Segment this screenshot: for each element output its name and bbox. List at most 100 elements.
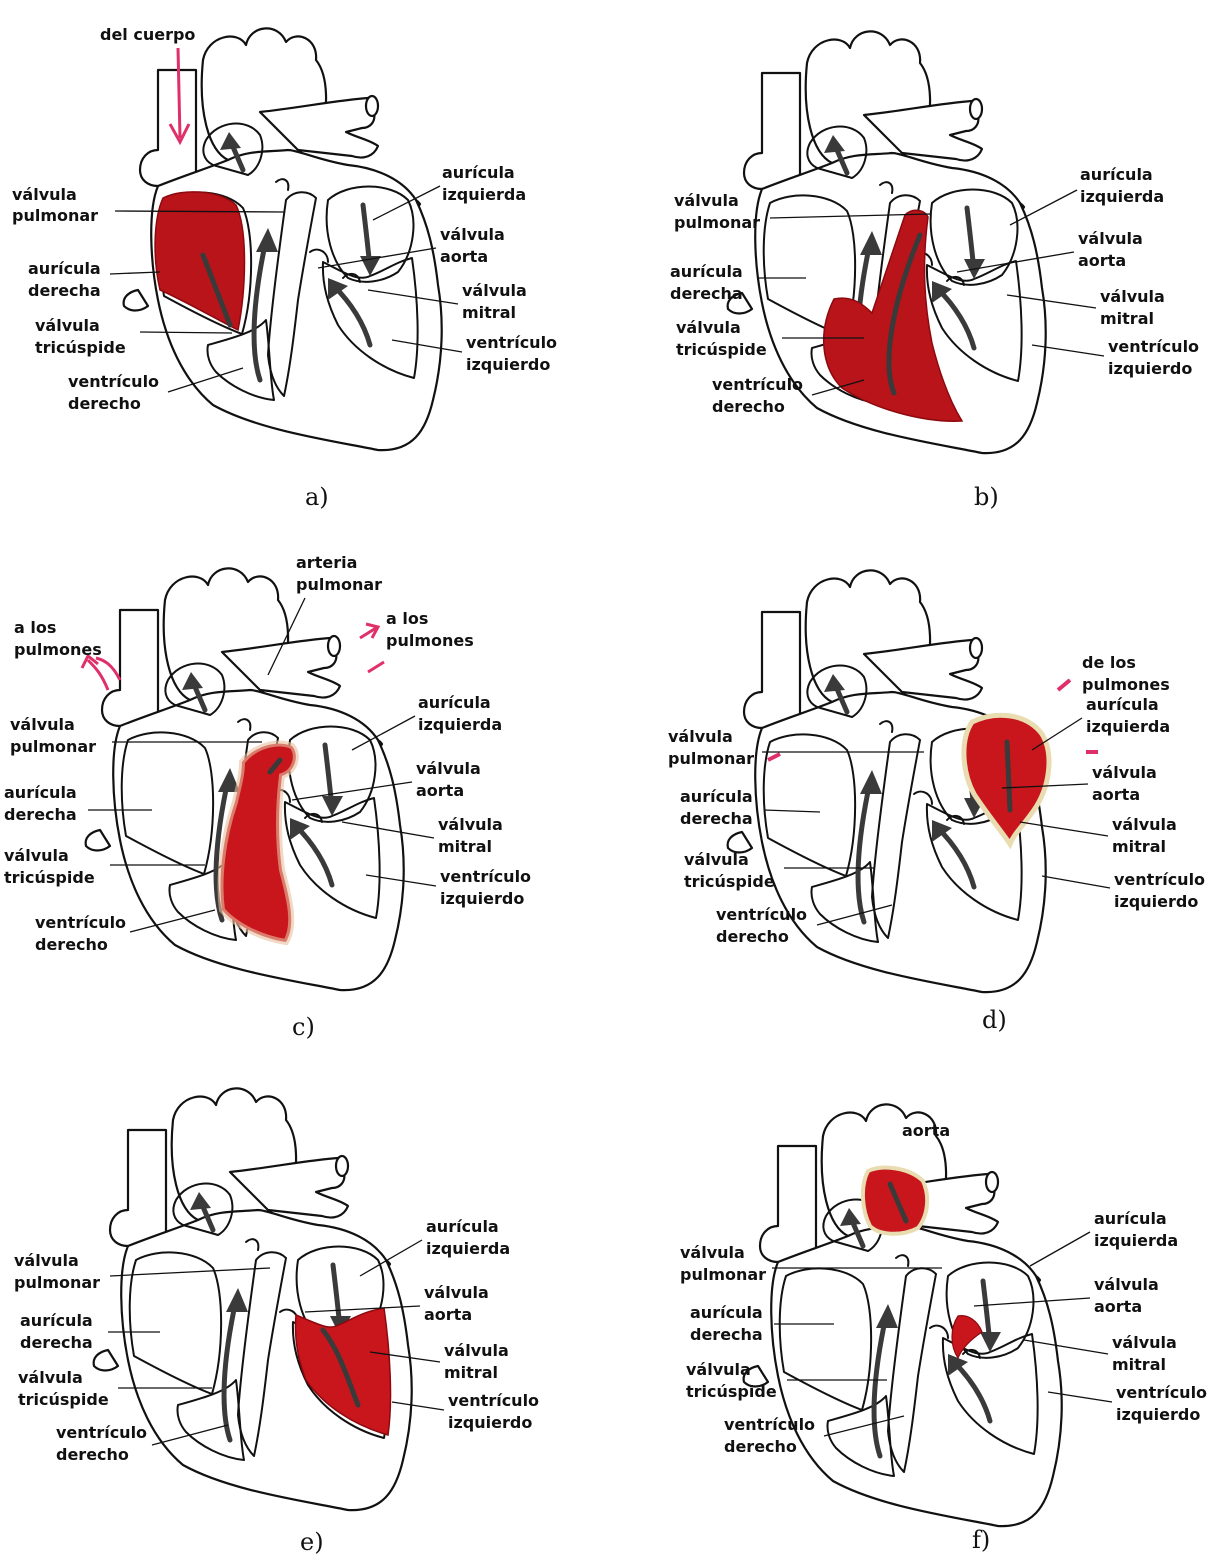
label-de-los-pulmones-d: de los pulmones bbox=[1082, 653, 1170, 694]
svg-text:aurícula: aurícula bbox=[418, 693, 491, 712]
panel-f: aorta válvula pulmonar aurícula derecha … bbox=[612, 1040, 1212, 1555]
svg-text:válvula: válvula bbox=[674, 191, 739, 210]
svg-text:válvula: válvula bbox=[444, 1341, 509, 1360]
svg-text:aurícula: aurícula bbox=[426, 1217, 499, 1236]
panel-c: arteria pulmonar a los pulmones a los pu… bbox=[0, 520, 600, 1038]
svg-text:válvula: válvula bbox=[1100, 287, 1165, 306]
label-auricula-izquierda-b: aurícula izquierda bbox=[1010, 165, 1164, 225]
svg-text:tricúspide: tricúspide bbox=[35, 338, 126, 357]
svg-text:derecha: derecha bbox=[670, 284, 743, 303]
svg-text:válvula: válvula bbox=[438, 815, 503, 834]
inflow-arrow-body bbox=[178, 48, 180, 138]
svg-text:pulmonar: pulmonar bbox=[680, 1265, 766, 1284]
svg-text:derecho: derecho bbox=[716, 927, 789, 946]
svg-text:válvula: válvula bbox=[686, 1360, 751, 1379]
svg-text:derecha: derecha bbox=[680, 809, 753, 828]
caption-c: c) bbox=[292, 1013, 315, 1041]
label-ventriculo-izquierdo-d: ventrículo izquierdo bbox=[1042, 870, 1205, 911]
heart-diagram-c: arteria pulmonar a los pulmones a los pu… bbox=[0, 520, 600, 1038]
svg-text:derecho: derecho bbox=[724, 1437, 797, 1456]
svg-text:izquierda: izquierda bbox=[418, 715, 502, 734]
svg-text:derecha: derecha bbox=[690, 1325, 763, 1344]
svg-text:a los: a los bbox=[14, 618, 56, 637]
caption-e: e) bbox=[300, 1528, 324, 1555]
svg-text:mitral: mitral bbox=[462, 303, 516, 322]
svg-text:derecha: derecha bbox=[4, 805, 77, 824]
svg-text:válvula: válvula bbox=[462, 281, 527, 300]
lung-outflow-arrows-right bbox=[360, 624, 384, 672]
label-auricula-izquierda-f: aurícula izquierda bbox=[1030, 1209, 1178, 1266]
svg-text:válvula: válvula bbox=[1092, 763, 1157, 782]
svg-text:pulmonar: pulmonar bbox=[14, 1273, 100, 1292]
svg-text:mitral: mitral bbox=[1112, 1355, 1166, 1374]
svg-text:pulmonar: pulmonar bbox=[12, 206, 98, 225]
svg-text:a los: a los bbox=[386, 609, 428, 628]
svg-text:válvula: válvula bbox=[12, 185, 77, 204]
label-a-los-pulmones-left: a los pulmones bbox=[14, 618, 102, 659]
svg-text:aorta: aorta bbox=[1092, 785, 1140, 804]
svg-text:aurícula: aurícula bbox=[20, 1311, 93, 1330]
heart-diagram-a: del cuerpo válvula pulmonar aurícula der… bbox=[0, 0, 600, 518]
svg-text:tricúspide: tricúspide bbox=[18, 1390, 109, 1409]
svg-text:válvula: válvula bbox=[440, 225, 505, 244]
svg-text:válvula: válvula bbox=[416, 759, 481, 778]
svg-text:ventrículo: ventrículo bbox=[1116, 1383, 1207, 1402]
svg-text:de los: de los bbox=[1082, 653, 1136, 672]
svg-text:aorta: aorta bbox=[440, 247, 488, 266]
svg-text:aurícula: aurícula bbox=[1094, 1209, 1167, 1228]
svg-text:pulmones: pulmones bbox=[386, 631, 474, 650]
svg-text:válvula: válvula bbox=[676, 318, 741, 337]
panel-a: del cuerpo válvula pulmonar aurícula der… bbox=[0, 0, 600, 518]
svg-text:pulmones: pulmones bbox=[14, 640, 102, 659]
svg-text:válvula: válvula bbox=[680, 1243, 745, 1262]
caption-f: f) bbox=[972, 1526, 990, 1554]
svg-text:tricúspide: tricúspide bbox=[676, 340, 767, 359]
svg-text:válvula: válvula bbox=[668, 727, 733, 746]
svg-text:derecho: derecho bbox=[56, 1445, 129, 1464]
svg-text:mitral: mitral bbox=[1100, 309, 1154, 328]
svg-text:aurícula: aurícula bbox=[690, 1303, 763, 1322]
svg-text:aurícula: aurícula bbox=[4, 783, 77, 802]
svg-text:aorta: aorta bbox=[416, 781, 464, 800]
caption-d: d) bbox=[982, 1006, 1007, 1034]
svg-text:izquierdo: izquierdo bbox=[440, 889, 524, 908]
svg-text:izquierdo: izquierdo bbox=[1108, 359, 1192, 378]
svg-text:derecha: derecha bbox=[20, 1333, 93, 1352]
svg-text:ventrículo: ventrículo bbox=[56, 1423, 147, 1442]
svg-text:tricúspide: tricúspide bbox=[684, 872, 775, 891]
svg-text:pulmones: pulmones bbox=[1082, 675, 1170, 694]
heart-diagram-f: aorta válvula pulmonar aurícula derecha … bbox=[612, 1040, 1212, 1555]
caption-b: b) bbox=[974, 483, 999, 511]
svg-text:válvula: válvula bbox=[424, 1283, 489, 1302]
svg-text:válvula: válvula bbox=[18, 1368, 83, 1387]
svg-text:izquierdo: izquierdo bbox=[1116, 1405, 1200, 1424]
svg-text:válvula: válvula bbox=[4, 846, 69, 865]
svg-text:izquierda: izquierda bbox=[1080, 187, 1164, 206]
label-auricula-izquierda-d: aurícula izquierda bbox=[1032, 695, 1170, 750]
svg-text:válvula: válvula bbox=[1078, 229, 1143, 248]
svg-text:pulmonar: pulmonar bbox=[674, 213, 760, 232]
svg-text:aurícula: aurícula bbox=[1086, 695, 1159, 714]
svg-text:aurícula: aurícula bbox=[670, 262, 743, 281]
svg-text:izquierda: izquierda bbox=[426, 1239, 510, 1258]
panel-b: válvula pulmonar aurícula derecha válvul… bbox=[612, 0, 1212, 518]
heart-diagram-d: de los pulmones aurícula izquierda válvu… bbox=[612, 520, 1212, 1038]
svg-text:ventrículo: ventrículo bbox=[466, 333, 557, 352]
svg-text:aurícula: aurícula bbox=[1080, 165, 1153, 184]
svg-text:válvula: válvula bbox=[35, 316, 100, 335]
svg-text:derecho: derecho bbox=[68, 394, 141, 413]
heart-diagram-b: válvula pulmonar aurícula derecha válvul… bbox=[612, 0, 1212, 518]
svg-text:válvula: válvula bbox=[14, 1251, 79, 1270]
svg-text:ventrículo: ventrículo bbox=[1114, 870, 1205, 889]
svg-text:izquierdo: izquierdo bbox=[466, 355, 550, 374]
svg-text:válvula: válvula bbox=[1112, 1333, 1177, 1352]
svg-text:pulmonar: pulmonar bbox=[296, 575, 382, 594]
svg-text:izquierda: izquierda bbox=[442, 185, 526, 204]
svg-text:derecho: derecho bbox=[712, 397, 785, 416]
svg-text:aurícula: aurícula bbox=[680, 787, 753, 806]
label-aorta-f: aorta bbox=[902, 1121, 950, 1140]
label-del-cuerpo: del cuerpo bbox=[100, 25, 195, 44]
svg-text:aurícula: aurícula bbox=[28, 259, 101, 278]
lung-outflow-arrows-left bbox=[82, 656, 120, 690]
